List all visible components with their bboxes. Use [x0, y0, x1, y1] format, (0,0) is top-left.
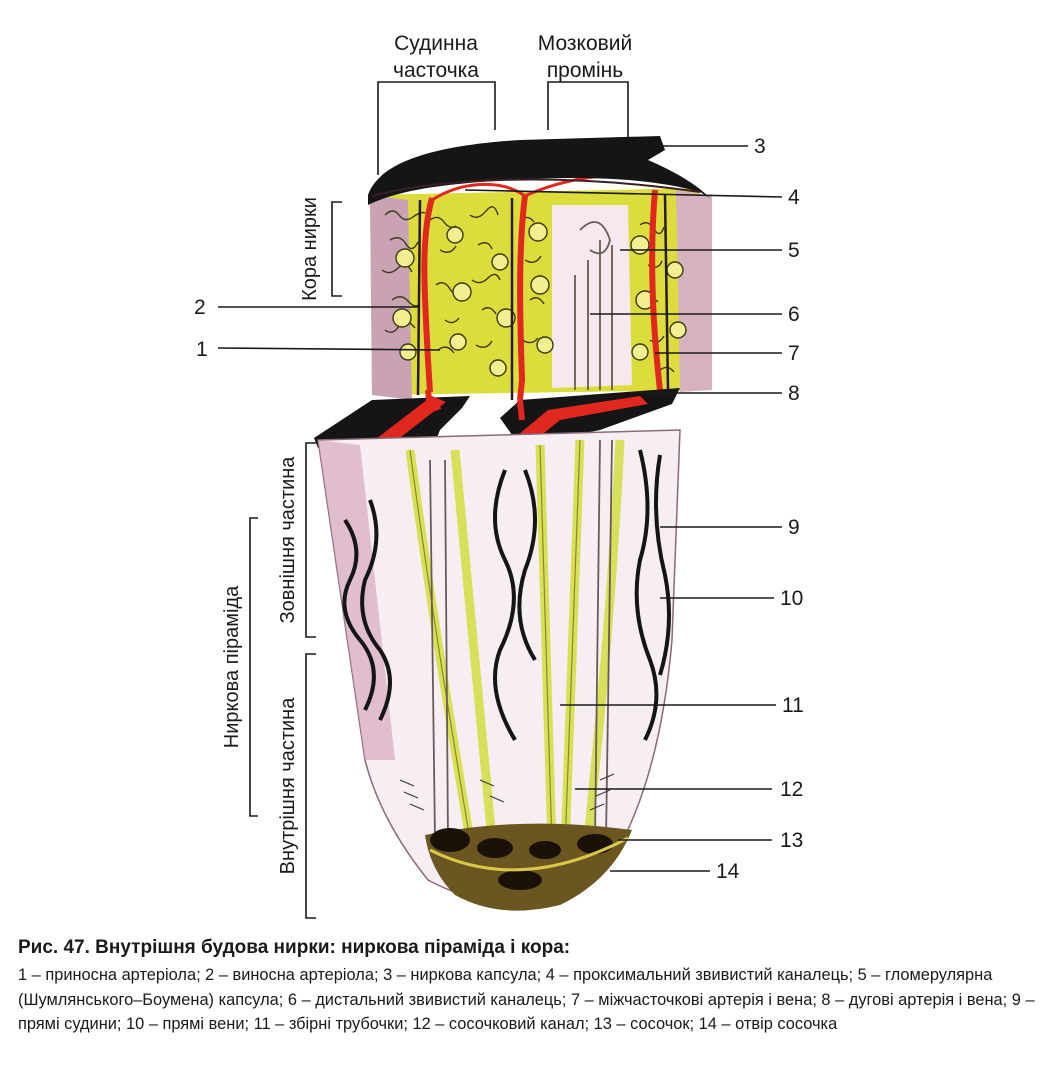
number-13: 13	[780, 829, 803, 852]
brackets	[249, 81, 629, 919]
leader-lines	[217, 145, 783, 872]
number-7: 7	[788, 342, 800, 365]
number-10: 10	[780, 587, 803, 610]
label-vascular-lobule-2: часточка	[393, 59, 479, 82]
number-4: 4	[788, 186, 800, 209]
number-2: 2	[194, 296, 206, 319]
number-3: 3	[754, 135, 766, 158]
label-pyramid: Ниркова піраміда	[221, 585, 243, 748]
label-medullary-ray-2: промінь	[547, 59, 623, 82]
renal-pyramid	[317, 429, 681, 911]
label-medullary-ray-1: Мозковий	[538, 32, 633, 55]
number-5: 5	[788, 239, 800, 262]
number-9: 9	[788, 516, 800, 539]
caption-title: Рис. 47. Внутрішня будова нирки: ниркова…	[18, 937, 571, 958]
label-vascular-lobule-1: Судинна	[394, 32, 478, 55]
label-inner-part: Внутрішня частина	[277, 697, 299, 875]
kidney-structure-diagram: Судинна часточка Мозковий промінь Кора н…	[194, 32, 804, 919]
number-1: 1	[196, 338, 208, 361]
number-14: 14	[716, 860, 740, 883]
label-outer-part: Зовнішня частина	[277, 456, 299, 624]
number-12: 12	[780, 778, 803, 801]
number-6: 6	[788, 303, 800, 326]
renal-capsule	[368, 136, 710, 205]
figure-caption: Рис. 47. Внутрішня будова нирки: ниркова…	[18, 935, 1038, 1037]
caption-legend: 1 – приносна артеріола; 2 – виносна арте…	[18, 966, 1035, 1033]
renal-cortex-block	[370, 173, 712, 401]
label-cortex: Кора нирки	[299, 197, 321, 301]
number-11: 11	[782, 694, 804, 717]
number-8: 8	[788, 382, 800, 405]
